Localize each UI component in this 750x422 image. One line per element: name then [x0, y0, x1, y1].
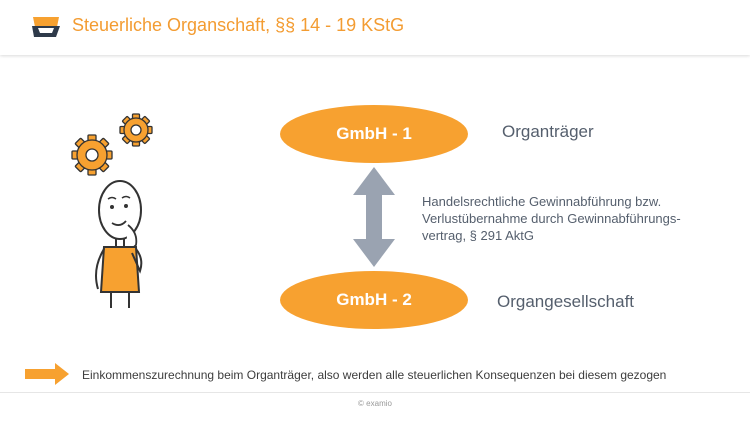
footer-divider — [0, 392, 750, 393]
copyright-text: © examio — [358, 399, 392, 408]
relation-line: Handelsrechtliche Gewinnabführung bzw. — [422, 194, 662, 209]
slide-content: GmbH - 1 Organträger Handelsrechtliche G… — [0, 55, 750, 422]
right-arrow-icon — [25, 363, 69, 385]
relation-line: Verlustübernahme durch Gewinnabführungs- — [422, 211, 681, 226]
examio-logo-icon — [32, 17, 60, 37]
role-organgesellschaft: Organgesellschaft — [497, 292, 635, 311]
relation-description: Handelsrechtliche Gewinnabführung bzw. V… — [422, 193, 722, 244]
role-organtraeger: Organträger — [502, 122, 594, 141]
thinking-person-icon — [71, 113, 153, 308]
entity-gmbh-2: GmbH - 2 — [280, 271, 468, 329]
double-arrow-icon — [353, 167, 395, 267]
gears-icon — [71, 113, 153, 176]
entity-gmbh-1: GmbH - 1 — [280, 105, 468, 163]
conclusion-note: Einkommenszurechnung beim Organträger, a… — [82, 368, 667, 382]
header-bar: Steuerliche Organschaft, §§ 14 - 19 KStG — [0, 0, 750, 55]
relation-line: vertrag, § 291 AktG — [422, 228, 535, 243]
page-title: Steuerliche Organschaft, §§ 14 - 19 KStG — [72, 15, 405, 35]
